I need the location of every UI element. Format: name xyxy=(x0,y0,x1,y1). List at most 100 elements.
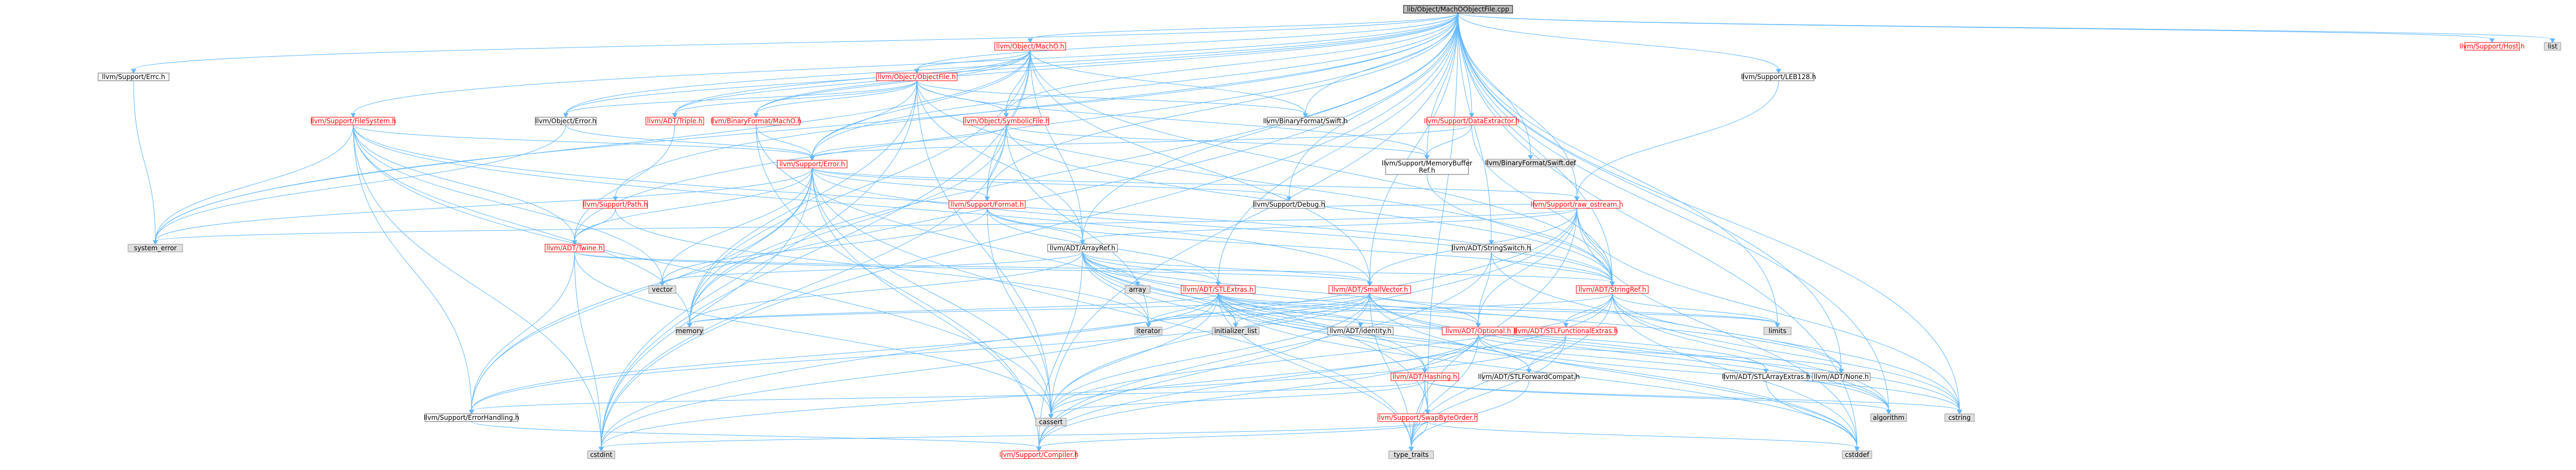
node-stlfunctional[interactable]: llvm/ADT/STLFunctionalExtras.h xyxy=(1514,327,1618,335)
edge-line xyxy=(916,50,1031,70)
edge-line xyxy=(574,167,813,242)
node-stringref[interactable]: llvm/ADT/StringRef.h xyxy=(1576,285,1649,294)
edge-line xyxy=(133,80,156,242)
node-array: array xyxy=(1124,285,1151,294)
node-stlforward[interactable]: llvm/ADT/STLForwardCompat.h xyxy=(1478,372,1580,381)
node-stringswitch[interactable]: llvm/ADT/StringSwitch.h xyxy=(1452,244,1531,252)
dependency-edge xyxy=(812,167,1615,287)
node-path[interactable]: llvm/Support/Path.h xyxy=(583,200,648,209)
node-macho[interactable]: llvm/Object/MachO.h xyxy=(994,42,1066,51)
dependency-edge xyxy=(1424,380,1962,415)
edge-arrowhead xyxy=(1886,409,1891,415)
node-bfswift[interactable]: llvm/BinaryFormat/Swift.h xyxy=(1263,117,1348,125)
node-error[interactable]: llvm/Support/Error.h xyxy=(777,160,848,168)
node-format[interactable]: llvm/Support/Format.h xyxy=(948,200,1026,209)
dependency-edge xyxy=(1369,293,1780,328)
edge-line xyxy=(353,124,1051,415)
edge-line xyxy=(1006,124,1428,156)
edge-line xyxy=(1289,13,1459,198)
node-box xyxy=(1426,117,1517,125)
node-box xyxy=(648,285,676,294)
node-box xyxy=(2464,42,2520,51)
edge-line xyxy=(155,208,1577,242)
edge-line xyxy=(353,13,1459,115)
edge-line xyxy=(601,208,1577,448)
edge-line xyxy=(574,124,675,242)
node-none[interactable]: llvm/ADT/None.h xyxy=(1812,372,1871,381)
node-label: llvm/Support/Format.h xyxy=(951,201,1024,208)
edge-line xyxy=(353,124,813,158)
edge-line xyxy=(1612,293,1858,448)
edge-line xyxy=(1576,80,1779,198)
node-dataextractor[interactable]: llvm/Support/DataExtractor.h xyxy=(1424,117,1520,125)
edge-line xyxy=(755,124,1428,411)
edge-line xyxy=(1218,293,1889,411)
node-box xyxy=(1724,372,1809,381)
edge-line xyxy=(689,124,1007,324)
dependency-edge xyxy=(812,167,990,202)
node-label: list xyxy=(2548,43,2557,50)
node-box xyxy=(1944,413,1975,422)
edge-line xyxy=(155,124,566,242)
node-cstdint: cstdint xyxy=(587,450,615,459)
edge-line xyxy=(1424,380,1428,411)
node-symbolicfile[interactable]: llvm/Object/SymbolicFile.h xyxy=(963,117,1050,125)
node-label: llvm/Object/Error.h xyxy=(535,117,596,125)
node-box xyxy=(1212,327,1260,335)
node-box xyxy=(1842,450,1872,459)
node-objecterror[interactable]: llvm/Object/Error.h xyxy=(535,117,597,125)
dependency-edge xyxy=(353,124,474,415)
node-box xyxy=(1134,327,1163,335)
dependency-edge xyxy=(1048,293,1219,419)
node-filesystem[interactable]: llvm/Support/FileSystem.h xyxy=(310,117,396,125)
node-smallvector[interactable]: llvm/ADT/SmallVector.h xyxy=(1328,285,1411,294)
node-debug[interactable]: llvm/Support/Debug.h xyxy=(1253,200,1325,209)
node-hashing[interactable]: llvm/ADT/Hashing.h xyxy=(1390,372,1459,381)
node-label: array xyxy=(1129,286,1146,293)
edge-line xyxy=(662,208,988,283)
edge-line xyxy=(689,50,1031,324)
dependency-edge xyxy=(598,293,1219,452)
dependency-edge xyxy=(687,293,1219,328)
node-twine[interactable]: llvm/ADT/Twine.h xyxy=(545,244,604,252)
edge-line xyxy=(471,293,1219,411)
dependency-edge xyxy=(1458,13,2555,44)
node-label: system_error xyxy=(134,244,177,252)
node-leb128[interactable]: llvm/Support/LEB128.h xyxy=(1741,73,1816,81)
edge-arrowhead xyxy=(2550,38,2555,44)
dependency-edge xyxy=(1422,334,1479,374)
node-errorhandling[interactable]: llvm/Support/ErrorHandling.h xyxy=(424,413,519,422)
edge-line xyxy=(353,124,575,242)
edge-line xyxy=(916,80,1306,115)
edge-line xyxy=(1050,380,1425,415)
edge-line xyxy=(1082,13,1459,242)
node-triple[interactable]: llvm/ADT/Triple.h xyxy=(645,117,704,125)
edge-line xyxy=(1050,293,1219,415)
node-rawostream[interactable]: llvm/Support/raw_ostream.h xyxy=(1531,200,1623,209)
node-box xyxy=(1001,450,1077,459)
dependency-edge xyxy=(153,13,1459,245)
edge-line xyxy=(565,13,1459,115)
node-arrayref[interactable]: llvm/ADT/ArrayRef.h xyxy=(1047,244,1118,252)
node-stlarray[interactable]: llvm/ADT/STLArrayExtras.h xyxy=(1722,372,1810,381)
edge-line xyxy=(812,167,1412,448)
node-identity[interactable]: llvm/ADT/identity.h xyxy=(1327,327,1394,335)
node-objectfile[interactable]: llvm/Object/ObjectFile.h xyxy=(876,73,958,81)
node-host[interactable]: llvm/Support/Host.h xyxy=(2459,42,2525,51)
edge-line xyxy=(755,124,1039,448)
node-swapbyteorder[interactable]: llvm/Support/SwapByteOrder.h xyxy=(1377,413,1478,422)
node-optional[interactable]: llvm/ADT/Optional.h xyxy=(1442,327,1515,335)
edge-line xyxy=(1458,13,1858,448)
edge-arrowhead xyxy=(753,113,759,118)
dependency-edge xyxy=(1458,13,1781,74)
node-compiler[interactable]: llvm/Support/Compiler.h xyxy=(999,450,1079,459)
node-bfmacho[interactable]: llvm/BinaryFormat/MachO.h xyxy=(711,117,802,125)
node-supporterrc[interactable]: llvm/Support/Errc.h xyxy=(98,73,170,81)
node-stlextras[interactable]: llvm/ADT/STLExtras.h xyxy=(1181,285,1256,294)
node-label: Ref.h xyxy=(1419,167,1435,174)
edge-line xyxy=(1427,421,1858,448)
dependency-edge xyxy=(916,80,1308,118)
edge-line xyxy=(916,13,1459,70)
